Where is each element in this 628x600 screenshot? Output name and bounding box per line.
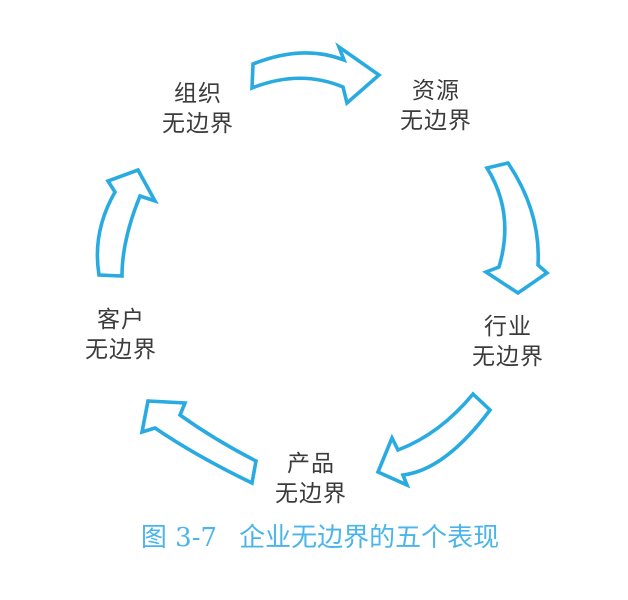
figure-caption-title: 企业无边界的五个表现	[239, 523, 500, 553]
node-customer: 客户 无边界	[85, 305, 157, 365]
node-organization-line2: 无边界	[162, 111, 234, 137]
node-resource: 资源 无边界	[400, 76, 472, 136]
node-industry-line2: 无边界	[472, 344, 544, 370]
node-product: 产品 无边界	[275, 449, 347, 509]
arrow-resource-to-industry-icon	[482, 160, 550, 296]
arrow-customer-to-organization-icon	[95, 167, 159, 278]
arrow-product-to-customer-icon	[139, 399, 259, 486]
figure-caption: 图 3-7 企业无边界的五个表现	[141, 523, 499, 553]
node-product-line2: 无边界	[275, 481, 347, 507]
node-organization: 组织 无边界	[162, 79, 234, 139]
node-organization-line1: 组织	[174, 81, 222, 107]
node-customer-line2: 无边界	[85, 337, 157, 363]
figure-caption-label: 图 3-7	[140, 523, 218, 553]
node-resource-line2: 无边界	[400, 108, 472, 134]
node-industry-line1: 行业	[484, 314, 532, 340]
node-resource-line1: 资源	[412, 78, 460, 104]
node-industry: 行业 无边界	[472, 312, 544, 372]
node-customer-line1: 客户	[97, 307, 145, 333]
node-product-line1: 产品	[287, 451, 335, 477]
arrow-industry-to-product-icon	[375, 391, 493, 489]
arrow-organization-to-resource-icon	[250, 42, 382, 107]
